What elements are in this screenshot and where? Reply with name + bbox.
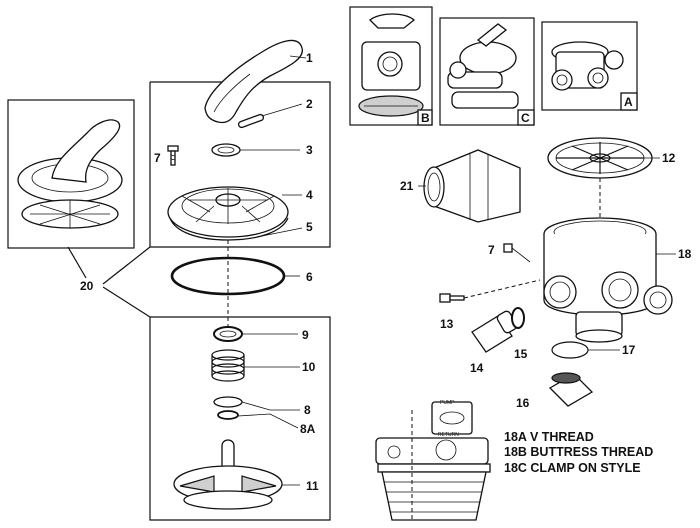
pin-part-2 <box>237 103 303 129</box>
callout-1: 1 <box>306 51 313 65</box>
callout-9: 9 <box>302 328 309 342</box>
variant-tag-c: C <box>521 111 530 125</box>
callout-12: 12 <box>662 151 676 165</box>
ring-part-9 <box>213 326 298 342</box>
screw-part-7-left <box>167 145 179 166</box>
variant-a-inset <box>541 21 638 111</box>
return-port-label: RETURN <box>438 432 459 438</box>
variant-c-inset <box>439 17 535 126</box>
plug-part-16 <box>548 372 594 407</box>
oring-part-6 <box>170 256 300 296</box>
callout-15: 15 <box>514 347 528 361</box>
screw-part-7-right <box>503 243 531 263</box>
oring-part-17 <box>551 341 620 359</box>
callout-13: 13 <box>440 317 454 331</box>
handle-part-1 <box>204 39 307 124</box>
callout-2: 2 <box>306 97 313 111</box>
callout-6: 6 <box>306 270 313 284</box>
inset-assembled-cover <box>7 99 135 249</box>
adapter-part-21 <box>418 149 521 223</box>
callout-8: 8 <box>304 403 311 417</box>
spider-gasket-part-12 <box>547 137 660 179</box>
callout-3: 3 <box>306 143 313 157</box>
valve-body-part-18 <box>543 217 676 343</box>
thread-notes: 18A V THREAD 18B BUTTRESS THREAD 18C CLA… <box>504 430 653 475</box>
callout-16: 16 <box>516 396 530 410</box>
callout-20: 20 <box>80 279 94 293</box>
callout-8a: 8A <box>300 422 316 436</box>
callout-14: 14 <box>470 361 484 375</box>
variant-tags: B C A <box>417 92 638 126</box>
callout-21: 21 <box>400 179 414 193</box>
variant-tag-b: B <box>421 111 430 125</box>
diverter-part-11 <box>173 439 300 510</box>
variant-tag-a: A <box>624 95 633 109</box>
variant-b-inset <box>349 6 433 126</box>
note-18c: 18C CLAMP ON STYLE <box>504 461 641 475</box>
cover-part-4 <box>167 186 302 238</box>
note-18b: 18B BUTTRESS THREAD <box>504 445 653 459</box>
callout-labels: 1 2 3 4 5 6 7 8 8A 9 10 11 20 12 18 21 7… <box>80 51 692 493</box>
valve-body-thread-variant: PUMP RETURN <box>375 400 491 521</box>
callout-5: 5 <box>306 220 313 234</box>
pump-port-label: PUMP <box>440 400 455 406</box>
callout-10: 10 <box>302 360 316 374</box>
washer-part-8 <box>213 396 300 429</box>
note-18a: 18A V THREAD <box>504 430 594 444</box>
callout-7-left: 7 <box>154 151 161 165</box>
screw-part-13 <box>439 279 541 303</box>
callout-18: 18 <box>678 247 692 261</box>
oring-part-3 <box>211 143 300 157</box>
callout-4: 4 <box>306 188 313 202</box>
assembly-frame <box>67 81 331 521</box>
oring-part-15 <box>511 307 525 329</box>
callout-17: 17 <box>622 343 636 357</box>
callout-11: 11 <box>306 479 319 493</box>
spring-part-10 <box>211 349 300 382</box>
callout-7-right: 7 <box>488 243 495 257</box>
